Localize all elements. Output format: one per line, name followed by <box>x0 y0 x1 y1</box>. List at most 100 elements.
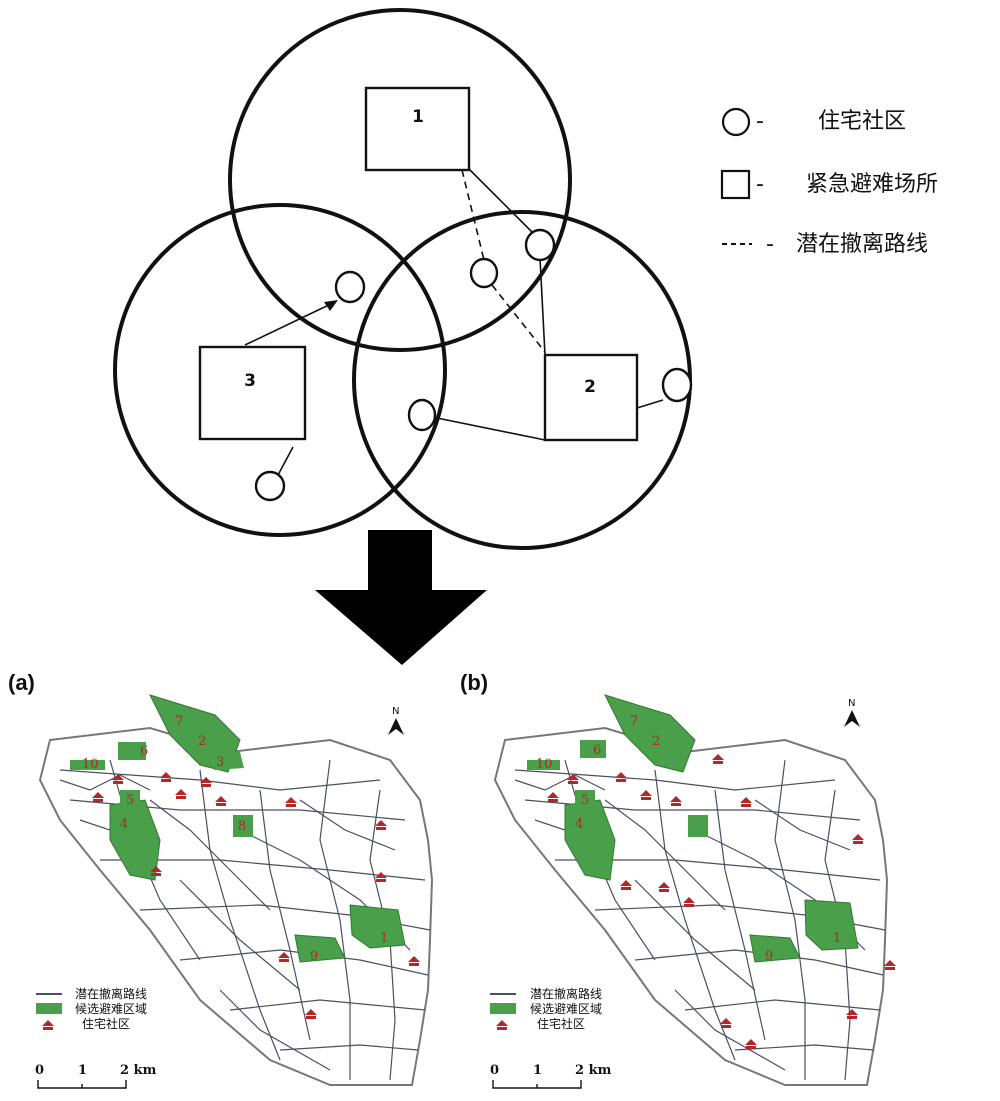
route-2-to-community-left <box>436 417 546 441</box>
community-icon <box>375 820 387 830</box>
zone-number: 4 <box>120 817 128 832</box>
community-icon <box>285 797 297 807</box>
community-icon <box>683 897 695 907</box>
zone-number: 10 <box>536 757 553 772</box>
svg-text:1: 1 <box>533 1063 542 1078</box>
coverage-circle-3 <box>113 203 447 537</box>
concept-diagram: 1 2 3 <box>113 8 693 550</box>
route-2-to-community-right <box>636 399 664 409</box>
shelter-box-1 <box>364 86 471 172</box>
zone-number: 7 <box>175 714 183 729</box>
zone-number: 5 <box>126 793 134 808</box>
community-icon <box>408 956 420 966</box>
community-icon <box>846 1009 858 1019</box>
community-circle <box>334 270 366 304</box>
district-boundary <box>38 726 434 1086</box>
community-circle <box>407 398 437 432</box>
panel-label-a: (a) <box>8 670 35 695</box>
map-panel-b: (b) N <box>460 670 896 1089</box>
shelter-box-3 <box>198 345 307 441</box>
district-boundary <box>493 726 889 1086</box>
svg-text:0: 0 <box>490 1063 499 1078</box>
svg-text:潜在撤离路线: 潜在撤离路线 <box>530 986 602 1001</box>
community-icon <box>884 960 896 970</box>
zone-number: 1 <box>380 931 388 946</box>
svg-text:住宅社区: 住宅社区 <box>537 1016 585 1031</box>
zone-number: 2 <box>652 734 660 749</box>
zone-number: 6 <box>593 743 601 758</box>
scale-bar: 0 1 2 km <box>490 1063 612 1089</box>
candidate-zones <box>70 694 406 963</box>
map-legend: 潜在撤离路线 候选避难区域 住宅社区 <box>490 986 602 1031</box>
community-icon <box>547 792 559 802</box>
coverage-circle-1 <box>228 8 572 352</box>
community-icon <box>175 789 187 799</box>
svg-text:0: 0 <box>35 1063 44 1078</box>
community-icon <box>160 772 172 782</box>
svg-text:1: 1 <box>78 1063 87 1078</box>
community-icon <box>620 880 632 890</box>
route-3-arrow <box>244 301 336 346</box>
community-icons <box>92 772 420 1019</box>
community-icon <box>112 774 124 784</box>
legend-dash: - <box>756 172 764 197</box>
north-arrow-icon: N <box>844 698 860 727</box>
north-arrow-icon: N <box>388 706 404 735</box>
community-circle <box>254 470 286 502</box>
down-arrow-icon <box>315 530 487 665</box>
community-icon <box>740 797 752 807</box>
shelter-label-1: 1 <box>412 107 424 127</box>
community-icon <box>150 866 162 876</box>
community-icon <box>852 834 864 844</box>
svg-text:住宅社区: 住宅社区 <box>82 1016 130 1031</box>
svg-text:2 km: 2 km <box>120 1063 157 1078</box>
map-legend: 潜在撤离路线 候选避难区域 住宅社区 <box>36 986 147 1031</box>
legend-dash: - <box>756 109 764 134</box>
legend-circle-symbol <box>721 107 751 137</box>
community-icon <box>567 774 579 784</box>
svg-text:潜在撤离路线: 潜在撤离路线 <box>75 986 147 1001</box>
community-icon <box>745 1039 757 1049</box>
shelter-box-2 <box>543 353 639 442</box>
community-icon <box>658 882 670 892</box>
shelter-label-3: 3 <box>244 371 256 391</box>
community-icon <box>640 790 652 800</box>
zone-number: 4 <box>575 817 583 832</box>
legend-circle-label: 住宅社区 <box>818 109 906 134</box>
community-icon <box>712 754 724 764</box>
panel-label-b: (b) <box>460 670 488 695</box>
community-icon <box>615 772 627 782</box>
scale-bar: 0 1 2 km <box>35 1063 157 1089</box>
map-panel-a: (a) N <box>8 670 434 1089</box>
community-icon <box>375 872 387 882</box>
legend-dashed-label: 潜在撤离路线 <box>796 232 928 257</box>
community-icon <box>92 792 104 802</box>
community-circle <box>469 257 499 289</box>
zone-number: 2 <box>198 734 206 749</box>
community-icon <box>215 796 227 806</box>
svg-text:候选避难区域: 候选避难区域 <box>530 1002 602 1016</box>
svg-text:N: N <box>848 698 855 709</box>
community-icon <box>720 1018 732 1028</box>
zone-number: 5 <box>581 793 589 808</box>
legend-dash: - <box>766 232 774 257</box>
zone-number: 6 <box>140 744 148 759</box>
community-circle <box>524 228 556 262</box>
community-icon <box>278 952 290 962</box>
diagram-legend: - 住宅社区 - 紧急避难场所 - 潜在撤离路线 <box>720 107 938 257</box>
community-icon <box>670 796 682 806</box>
community-icon <box>305 1009 317 1019</box>
zone-number: 9 <box>765 949 773 964</box>
route-3-arrowhead <box>324 300 338 311</box>
zone-number: 10 <box>82 757 99 772</box>
legend-square-label: 紧急避难场所 <box>806 172 938 197</box>
community-icon <box>200 777 212 787</box>
community-icons <box>547 754 896 1049</box>
coverage-circle-2 <box>352 210 692 550</box>
zone-number: 1 <box>833 931 841 946</box>
route-2-dashed <box>491 284 546 353</box>
svg-text:2 km: 2 km <box>575 1063 612 1078</box>
zone-number: 8 <box>238 819 246 834</box>
svg-text:N: N <box>392 706 399 717</box>
